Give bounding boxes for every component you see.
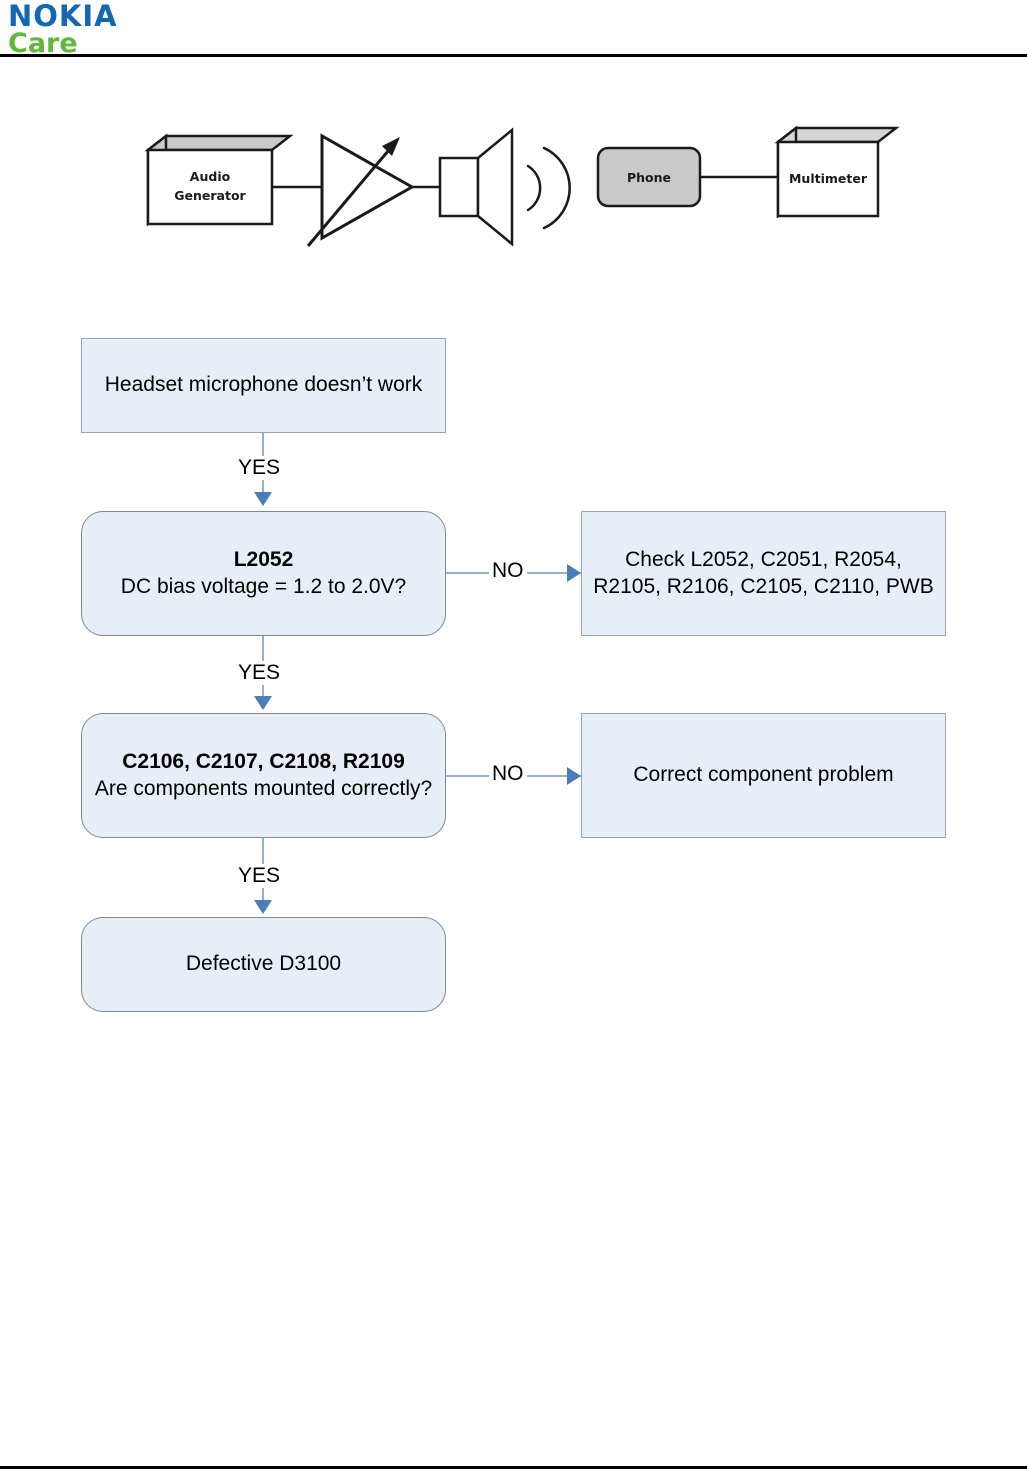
arrowhead-components-to-defective — [254, 900, 272, 914]
flow-node-check-l2052[interactable]: L2052 DC bias voltage = 1.2 to 2.0V? — [81, 511, 446, 636]
speaker-icon — [438, 127, 514, 247]
edge-label-l2052-to-components: YES — [235, 661, 284, 685]
edge-label-start-to-l2052: YES — [235, 456, 284, 480]
audio-test-setup-diagram: Audio Generator — [130, 118, 910, 253]
arrowhead-l2052-to-components — [254, 696, 272, 710]
flow-node-defective[interactable]: Defective D3100 — [81, 917, 446, 1012]
edge-label-l2052-to-result: NO — [489, 559, 527, 583]
arrowhead-l2052-to-result — [567, 564, 581, 582]
flow-node-check-l2052-title: L2052 — [233, 547, 294, 571]
arrowhead-components-to-result — [567, 767, 581, 785]
logo-nokia-text: NOKIA — [8, 0, 118, 33]
flow-node-check-components[interactable]: C2106, C2107, C2108, R2109 Are component… — [81, 713, 446, 838]
logo-care-text: Care — [8, 28, 78, 59]
flow-node-check-components-title: C2106, C2107, C2108, R2109 — [122, 749, 405, 773]
amplifier-triangle-icon — [306, 133, 416, 247]
phone-label: Phone — [627, 170, 671, 185]
flow-node-check-components-text: Are components mounted correctly? — [94, 776, 433, 800]
audio-generator-box-icon: Audio Generator — [144, 133, 294, 227]
phone-box-icon: Phone — [596, 146, 702, 208]
multimeter-box-icon: Multimeter — [774, 125, 900, 219]
audio-generator-label-line1: Audio — [190, 169, 231, 184]
audio-generator-label-line2: Generator — [174, 188, 246, 203]
flow-node-result-l2052-no-text: Check L2052, C2051, R2054, R2105, R2106,… — [593, 547, 934, 598]
multimeter-label: Multimeter — [789, 171, 868, 186]
edge-label-components-to-defective: YES — [235, 864, 284, 888]
flow-node-check-l2052-text: DC bias voltage = 1.2 to 2.0V? — [120, 574, 407, 598]
flow-node-start[interactable]: Headset microphone doesn’t work — [81, 338, 446, 433]
flow-node-result-l2052-no[interactable]: Check L2052, C2051, R2054, R2105, R2106,… — [581, 511, 946, 636]
arrowhead-start-to-l2052 — [254, 492, 272, 506]
footer-divider — [0, 1466, 1027, 1469]
sound-waves-icon — [526, 146, 571, 230]
flow-node-start-text: Headset microphone doesn’t work — [104, 373, 423, 397]
flow-node-result-components-no[interactable]: Correct component problem — [581, 713, 946, 838]
flow-node-defective-text: Defective D3100 — [185, 952, 342, 976]
edge-label-components-to-result: NO — [489, 762, 527, 786]
header-divider — [0, 54, 1027, 57]
flow-node-result-components-no-text: Correct component problem — [633, 763, 894, 787]
nokia-care-logo: NOKIA Care — [8, 0, 268, 58]
